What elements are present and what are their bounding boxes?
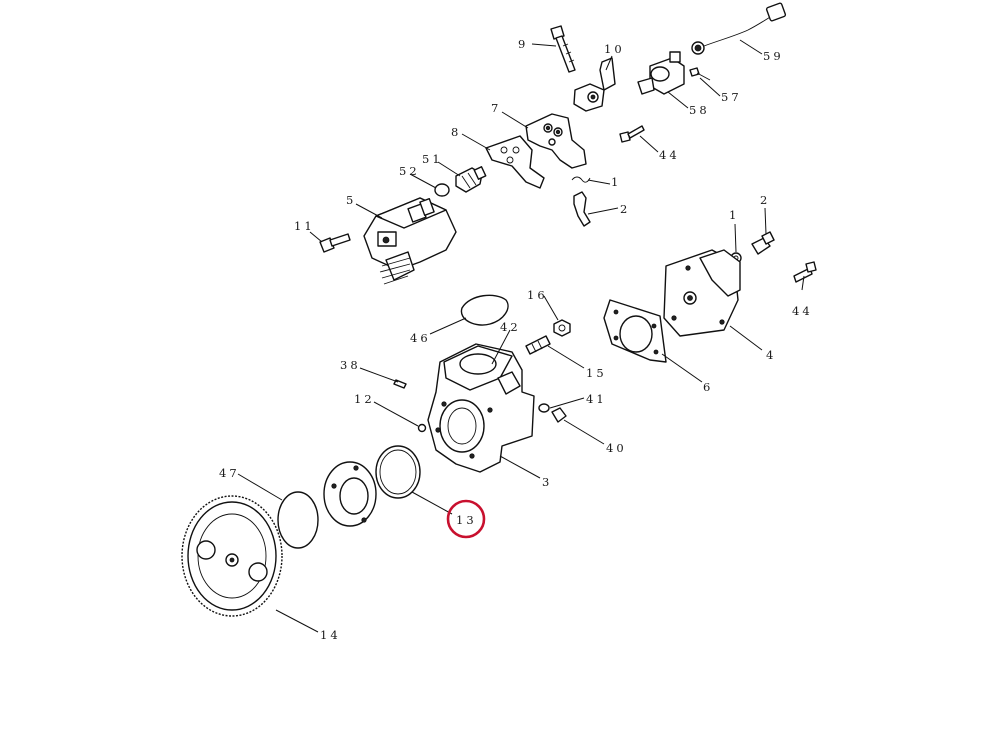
callout-16: 16: [527, 288, 548, 302]
part-fitting-51: [455, 166, 487, 193]
part-pump-head-5: [363, 197, 457, 285]
part-pump-cover-4: [663, 249, 741, 337]
part-shim-ring-13: [375, 445, 421, 499]
part-housing-3: [427, 343, 535, 473]
callout-15: 15: [586, 366, 607, 380]
callout-44-top: 44: [659, 148, 680, 162]
callout-42: 42: [500, 320, 521, 334]
part-plate-8: [485, 135, 545, 189]
part-oring-47: [277, 491, 319, 549]
callout-8: 8: [451, 125, 461, 139]
part-bolt-44-top: [619, 125, 645, 143]
callout-14: 14: [320, 628, 341, 642]
callout-10: 10: [604, 42, 625, 56]
leader-lines: [237, 39, 805, 633]
part-nut-16: [553, 319, 571, 337]
part-clip-1-top: [571, 176, 591, 183]
part-bracket-7: [525, 113, 587, 169]
callout-40: 40: [606, 441, 627, 455]
part-oring-52: [434, 183, 450, 197]
callout-52: 52: [399, 164, 420, 178]
callout-57: 57: [721, 90, 742, 104]
callout-44-right: 44: [792, 304, 813, 318]
part-harness-59: [691, 2, 787, 55]
part-sensor-58: [637, 51, 685, 95]
callout-1-right: 1: [729, 208, 739, 222]
callout-51: 51: [422, 152, 443, 166]
callout-12: 12: [354, 392, 375, 406]
part-pin-2-top: [573, 191, 591, 227]
part-oring-46: [460, 294, 509, 326]
callout-2-top: 2: [620, 202, 630, 216]
part-plug-40: [551, 407, 567, 423]
callout-58: 58: [689, 103, 710, 117]
callout-9: 9: [518, 37, 528, 51]
part-flange-seal: [323, 461, 377, 527]
callout-41: 41: [586, 392, 607, 406]
callout-labels: 9 10 59 57 58 7 8 44 51 52 1 2 5 11 1 2 …: [219, 37, 813, 642]
callout-59: 59: [763, 49, 784, 63]
callout-38: 38: [340, 358, 361, 372]
part-bolt-11: [319, 233, 351, 253]
part-gasket-6: [603, 299, 667, 363]
callout-47: 47: [219, 466, 240, 480]
callout-5: 5: [346, 193, 356, 207]
part-bolt-44-right: [793, 261, 817, 283]
callout-7: 7: [491, 101, 501, 115]
callout-4: 4: [766, 348, 776, 362]
callout-13: 13: [456, 513, 477, 527]
part-plug-12: [417, 423, 427, 433]
part-oring-41: [538, 403, 550, 413]
callout-6: 6: [703, 380, 713, 394]
part-bracket-10: [573, 57, 616, 112]
part-fitting-2-right: [751, 231, 775, 255]
callout-46: 46: [410, 331, 431, 345]
callout-11: 11: [294, 219, 315, 233]
part-gear-14: [181, 495, 283, 617]
part-bolt-9: [550, 25, 576, 73]
part-screw-57: [689, 67, 711, 81]
callout-1-top: 1: [611, 175, 621, 189]
part-stud-15: [525, 335, 551, 355]
callout-2-right: 2: [760, 193, 770, 207]
callout-3: 3: [542, 475, 552, 489]
callout-13-highlight-circle: [446, 499, 486, 539]
